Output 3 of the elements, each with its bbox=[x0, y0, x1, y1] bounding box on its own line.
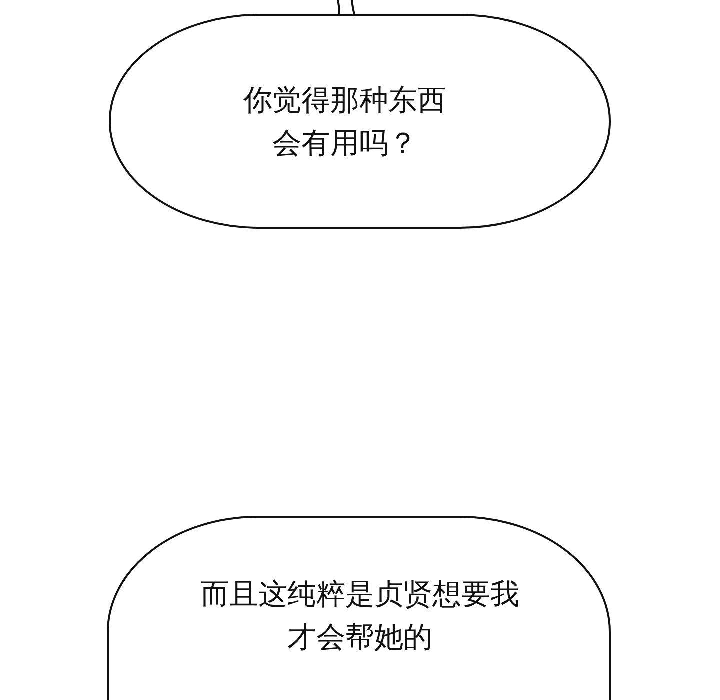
bubble-text: 而且这纯粹是贞贤想要我才会帮她的 bbox=[200, 576, 520, 656]
speech-bubble bbox=[108, 0, 612, 232]
bubble-text: 你觉得那种东西会有用吗？ bbox=[242, 82, 448, 162]
